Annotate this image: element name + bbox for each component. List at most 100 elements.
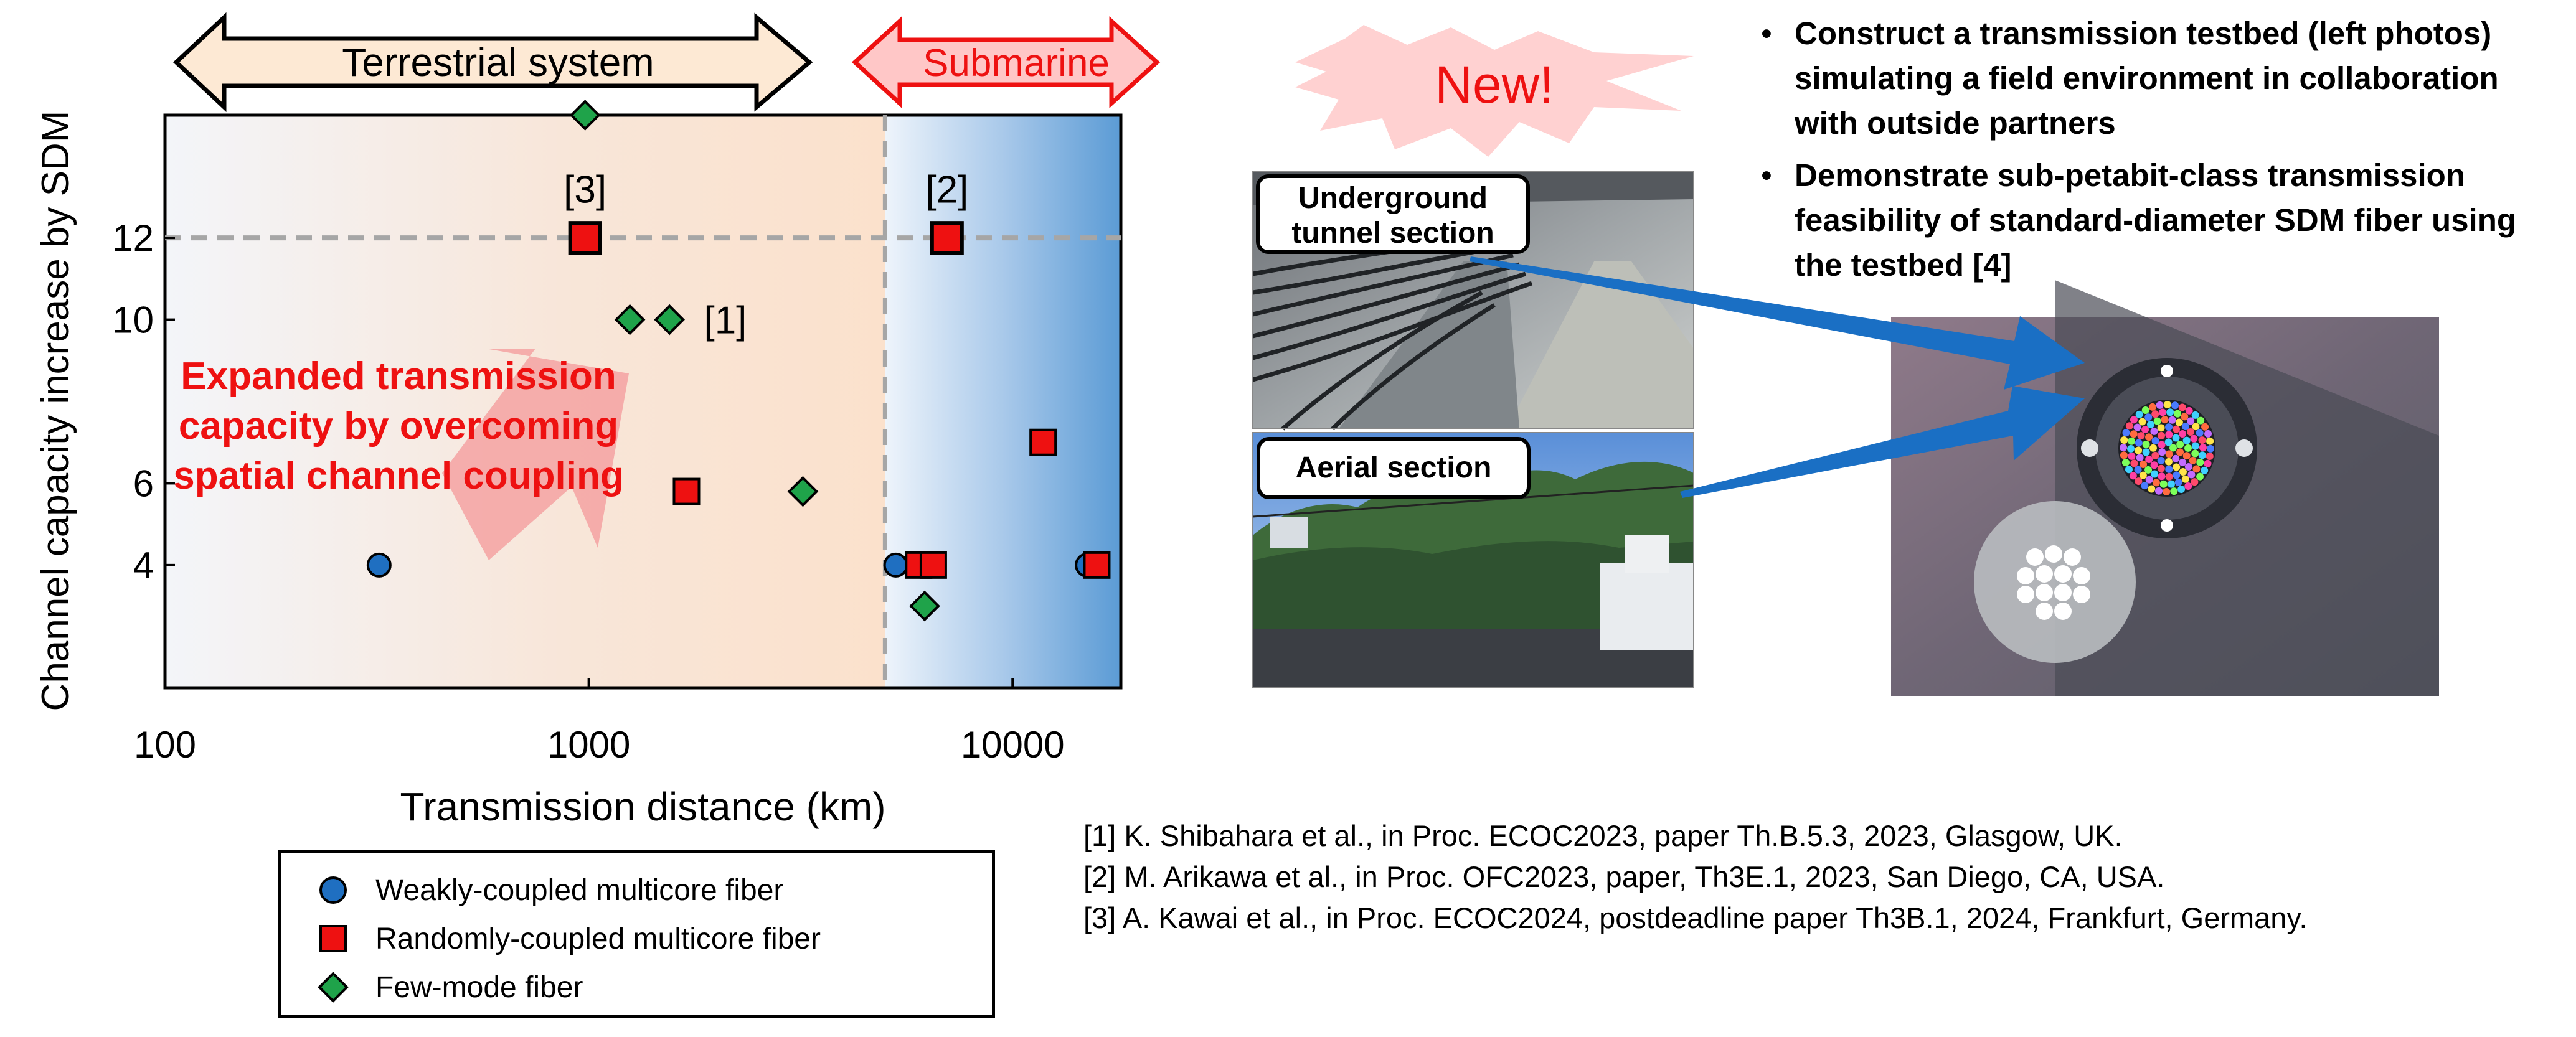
fiber-core-dot <box>2138 418 2146 426</box>
fiber-core-dot <box>2128 452 2136 460</box>
fiber-core-dot <box>2151 451 2159 459</box>
fiber-core-dot <box>2120 436 2128 444</box>
fiber-core-dot <box>2187 417 2195 425</box>
references: [1] K. Shibahara et al., in Proc. ECOC20… <box>1083 815 2572 939</box>
fiber-core-dot <box>2165 465 2173 473</box>
fiber-core-dot <box>2130 416 2138 424</box>
tunnel-label-line-2: tunnel section <box>1291 217 1494 250</box>
randomly-coupled-point <box>672 477 701 505</box>
fiber-core-dot <box>2158 431 2166 439</box>
fiber-core-dot <box>2136 454 2144 462</box>
fiber-core-dot <box>2163 401 2171 409</box>
fiber-core-dot <box>2150 461 2158 469</box>
fiber-core-dot <box>2151 470 2159 478</box>
fiber-core-dot <box>2163 487 2171 495</box>
fiber-core-dot <box>2191 478 2199 486</box>
few-mode-point <box>569 100 601 131</box>
fiber-core-dot <box>2182 436 2191 444</box>
fiber-core-dot <box>2148 403 2156 411</box>
fiber-core-dot <box>2165 450 2173 458</box>
aerial-section-label: Aerial section <box>1257 437 1531 499</box>
y-tick-label: 4 <box>133 545 154 586</box>
fiber-core-dot <box>2166 408 2174 416</box>
fiber-core-dot <box>2141 426 2149 434</box>
fiber-core-dot <box>2177 486 2186 494</box>
fiber-core-dot <box>2158 441 2166 449</box>
fiber-core-dot <box>2168 416 2176 424</box>
y-axis-label: Channel capacity increase by SDM <box>34 111 77 711</box>
legend-item-randomly-coupled: Randomly-coupled multicore fiber <box>317 917 821 960</box>
weakly-coupled-point <box>366 552 392 578</box>
aerial-label-text: Aerial section <box>1295 451 1492 484</box>
fiber-core-dot <box>2191 411 2199 419</box>
x-tick-label: 10000 <box>961 724 1065 766</box>
fiber-core-dot <box>2152 479 2160 487</box>
fiber-core-dot <box>2134 466 2142 474</box>
fiber-core-dot <box>2159 408 2167 416</box>
annotations: [3][2][1] <box>564 168 968 342</box>
fiber-core-dot <box>2172 454 2180 462</box>
fiber-core-dot <box>2158 472 2166 481</box>
fiber-core-dot <box>2196 429 2204 437</box>
fiber-core-dot <box>2169 444 2177 452</box>
reference-annotation: [1] <box>704 299 747 342</box>
fiber-core-dot <box>2141 482 2149 490</box>
fiber-core-dot <box>2121 459 2130 467</box>
fiber-core-dot <box>2150 427 2158 435</box>
fiber-core-dot <box>2167 480 2175 488</box>
tunnel-label-line-1: Underground <box>1298 182 1488 215</box>
overlay-text-line-1: Expanded transmission <box>181 355 616 398</box>
reference-2: [2] M. Arikawa et al., in Proc. OFC2023,… <box>1083 860 2165 893</box>
fiber-core-dot <box>2191 442 2199 450</box>
square-marker-icon <box>317 922 349 955</box>
fiber-core-dot <box>2135 477 2143 486</box>
fiber-core-dot <box>2204 459 2212 467</box>
fiber-core-dot <box>2125 422 2133 430</box>
fiber-core-dot <box>2196 458 2204 466</box>
overlay-text-line-3: spatial channel coupling <box>173 454 623 497</box>
fiber-core-dot <box>2135 439 2143 447</box>
reference-3: [3] A. Kawai et al., in Proc. ECOC2024, … <box>1083 901 2308 934</box>
fiber-core-dot <box>2164 458 2173 466</box>
fiber-core-dot <box>2148 485 2156 493</box>
fiber-core-dot <box>2133 423 2141 431</box>
fiber-core-dot <box>2156 401 2164 409</box>
fiber-core-dot <box>2189 456 2197 464</box>
bullet-testbed: Construct a transmission testbed (left p… <box>1756 11 2565 146</box>
x-tick-label: 1000 <box>547 724 630 766</box>
fiber-core-dot <box>2165 423 2173 431</box>
new-badge: New! <box>1295 25 1694 157</box>
diamond-marker-icon <box>317 971 349 1003</box>
x-axis-label: Transmission distance (km) <box>400 784 885 829</box>
fiber-core-dot <box>2149 444 2158 452</box>
new-burst-shape <box>1295 25 1694 157</box>
fiber-core-dot <box>2161 416 2169 424</box>
fiber-core-dot <box>2184 444 2192 452</box>
fiber-core-dot <box>2181 475 2189 483</box>
fiber-core-dot <box>2127 444 2135 453</box>
legend-item-few-mode: Few-mode fiber <box>317 965 583 1009</box>
terrestrial-label: Terrestrial system <box>342 40 654 85</box>
fiber-core-dot <box>2198 436 2206 444</box>
fiber-core-dot <box>2120 451 2128 459</box>
bullet-demonstration: Demonstrate sub-petabit-class transmissi… <box>1756 153 2565 288</box>
randomly-coupled-point <box>1083 551 1111 579</box>
aerial-photo <box>1252 432 1694 688</box>
fiber-core-dot <box>2173 471 2181 479</box>
fiber-core-dot <box>2140 460 2148 468</box>
legend-item-weakly-coupled: Weakly-coupled multicore fiber <box>317 868 783 912</box>
fiber-core-dot <box>2186 428 2194 436</box>
legend-label: Weakly-coupled multicore fiber <box>375 873 784 907</box>
reference-1: [1] K. Shibahara et al., in Proc. ECOC20… <box>1083 819 2123 852</box>
fiber-core-dot <box>2201 466 2209 474</box>
submarine-label: Submarine <box>923 42 1110 85</box>
reference-annotation: [3] <box>564 168 606 211</box>
plot-area <box>163 113 1123 690</box>
fiber-core-dot <box>2135 410 2143 418</box>
fiber-core-dot <box>2184 482 2192 490</box>
y-tick-label: 12 <box>112 217 154 259</box>
fiber-core-dot <box>2129 472 2137 480</box>
fiber-core-dot <box>2179 458 2187 466</box>
fiber-core-dot <box>2158 448 2166 456</box>
submarine-arrow: Submarine <box>851 16 1161 108</box>
